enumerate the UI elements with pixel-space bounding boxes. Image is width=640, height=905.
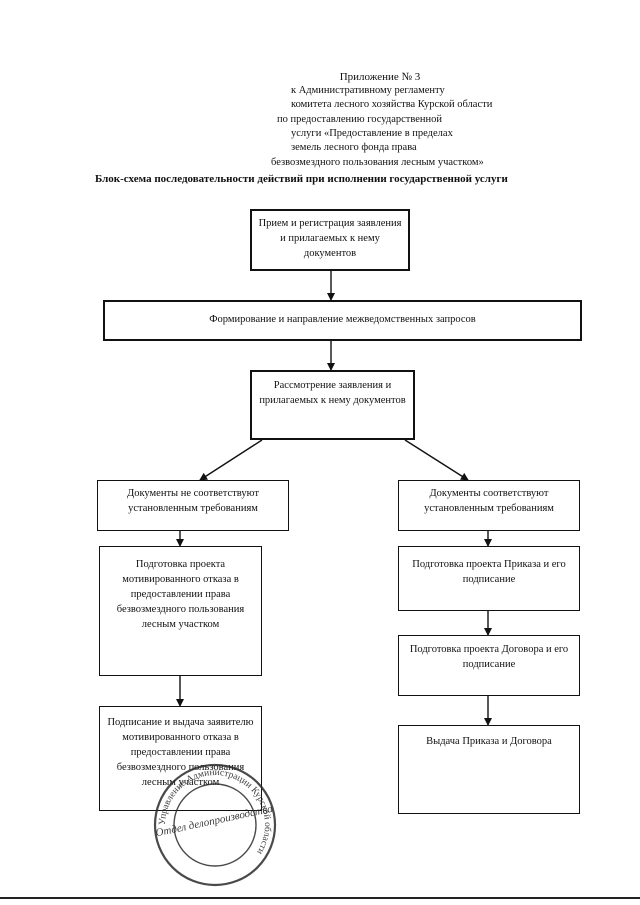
appendix-line: услуги «Предоставление в пределах [291, 128, 453, 139]
appendix-title: Приложение № 3 [339, 71, 421, 83]
office-stamp: Управление Администрации Курской области… [153, 763, 277, 887]
appendix-line: к Административному регламенту [291, 85, 445, 96]
step-review-box: Рассмотрение заявления и прилагаемых к н… [250, 370, 415, 440]
appendix-line: по предоставлению государственной [277, 114, 443, 125]
page-bottom-rule [0, 897, 640, 899]
appendix-line: безвозмездного пользования лесным участк… [271, 157, 484, 168]
arrow-3-left [199, 439, 263, 481]
right-issue-box: Выдача Приказа и Договора [398, 725, 580, 814]
arrow-3-right [404, 439, 469, 481]
document-title: Блок-схема последовательности действий п… [95, 173, 508, 185]
left-check-box: Документы не соответствуют установленным… [97, 480, 289, 531]
right-contract-box: Подготовка проекта Договора и его подпис… [398, 635, 580, 696]
right-order-box: Подготовка проекта Приказа и его подписа… [398, 546, 580, 611]
appendix-line: земель лесного фонда права [291, 142, 417, 153]
step-intake-box: Прием и регистрация заявления и прилагае… [250, 209, 410, 271]
left-refusal-issue-box: Подписание и выдача заявителю мотивирова… [99, 706, 262, 811]
left-refusal-prep-box: Подготовка проекта мотивированного отказ… [99, 546, 262, 676]
right-check-box: Документы соответствуют установленным тр… [398, 480, 580, 531]
step-requests-box: Формирование и направление межведомствен… [103, 300, 582, 341]
appendix-line: комитета лесного хозяйства Курской облас… [291, 99, 493, 110]
